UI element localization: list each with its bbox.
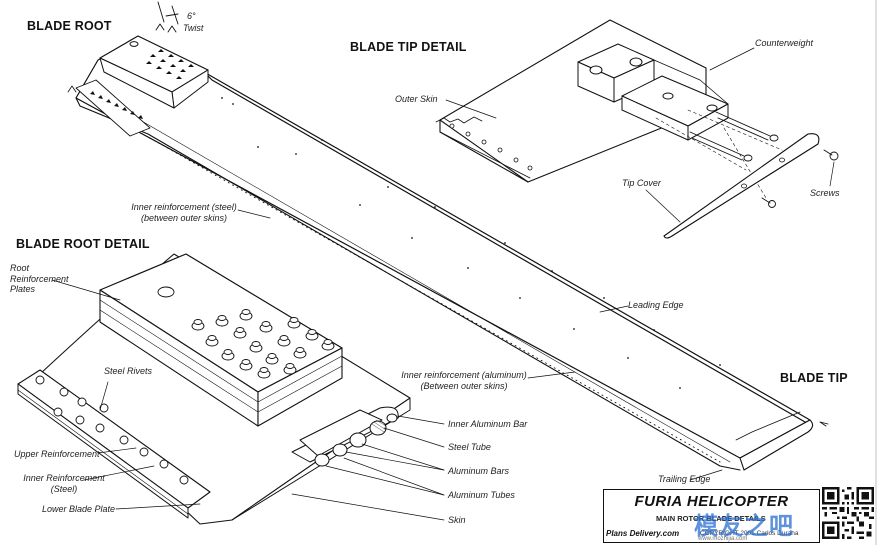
inner-reinforcement-alu-line1: Inner reinforcement (aluminum) xyxy=(401,370,527,380)
inner-reinforcement-line2: (Steel) xyxy=(50,483,78,494)
sheet-title: MAIN ROTOR BLADE DETAILS xyxy=(656,514,766,523)
outer-skin-label: Outer Skin xyxy=(395,94,438,104)
qr-code xyxy=(822,487,874,539)
tip-detail xyxy=(435,19,839,239)
rivet-line xyxy=(149,137,721,463)
tip-assembly-lines xyxy=(655,109,783,199)
tip-leaders xyxy=(445,47,835,223)
inner-reinforcement-alu-line2: (Between outer skins) xyxy=(420,380,508,391)
root-detail xyxy=(17,253,445,525)
brand-title: FURIA HELICOPTER xyxy=(634,493,789,510)
skin-label: Skin xyxy=(448,515,466,525)
root-plate-rivets xyxy=(90,91,143,119)
upper-reinforcement-label: Upper Reinforcement xyxy=(14,449,100,459)
inner-aluminum-bar-label: Inner Aluminum Bar xyxy=(448,419,528,429)
watermark-url: www.mozhijia.com xyxy=(698,536,748,542)
twist-degrees-label: 6° xyxy=(187,11,196,21)
counterweight-label: Counterweight xyxy=(755,38,814,48)
root-reinforcement-line2: Reinforcement xyxy=(10,273,69,284)
watermark-logo: 模友之吧 xyxy=(694,512,794,540)
root-clamp-bolts xyxy=(146,49,194,79)
main-blade xyxy=(67,1,829,471)
root-bolts xyxy=(191,309,335,379)
inner-reinforcement-line1: Inner Reinforcement xyxy=(23,473,105,483)
heading-blade-root: BLADE ROOT xyxy=(27,19,112,33)
root-reinforcement-line1: Root xyxy=(10,263,30,273)
inner-reinforcement-steel-line1: Inner reinforcement (steel) xyxy=(131,202,237,212)
tip-skin-holes xyxy=(449,123,533,171)
inner-reinforcement-label: Inner Reinforcement (Steel) xyxy=(16,473,112,494)
steel-tube-label: Steel Tube xyxy=(448,442,491,452)
blade-cross-section xyxy=(291,406,399,467)
inner-reinforcement-alu-label: Inner reinforcement (aluminum) (Between … xyxy=(396,370,532,391)
root-leaders xyxy=(51,279,445,521)
lower-blade-plate-label: Lower Blade Plate xyxy=(42,504,116,514)
heading-blade-tip: BLADE TIP xyxy=(780,371,848,385)
leading-edge-label: Leading Edge xyxy=(628,300,684,310)
heading-blade-tip-detail: BLADE TIP DETAIL xyxy=(350,40,467,54)
main-leaders xyxy=(237,209,723,481)
steel-rivets-label: Steel Rivets xyxy=(104,366,153,376)
copyright-text: COPYRIGHT 2001 Carlos Durana xyxy=(700,530,799,537)
plate-holes xyxy=(35,375,189,485)
tip-bolts xyxy=(689,111,779,162)
heading-blade-root-detail: BLADE ROOT DETAIL xyxy=(16,237,150,251)
blade-trailing-edge xyxy=(75,97,741,471)
trailing-edge-label: Trailing Edge xyxy=(658,474,711,484)
inner-reinforcement-steel-label: Inner reinforcement (steel) (between out… xyxy=(128,202,240,223)
twist-marks xyxy=(155,1,179,33)
root-reinforcement-plates-label: Root Reinforcement Plates xyxy=(10,263,69,295)
root-reinforcement-line3: Plates xyxy=(10,284,36,294)
screws xyxy=(761,149,839,208)
plans-delivery-link[interactable]: Plans Delivery.com xyxy=(606,529,680,538)
twist-label: Twist xyxy=(183,23,204,33)
blade-tip-cap xyxy=(739,419,814,471)
aluminum-bars-label: Aluminum Bars xyxy=(448,466,510,476)
inner-reinforcement-steel-line2: (between outer skins) xyxy=(140,212,228,223)
surface-rivets xyxy=(221,97,721,389)
tip-cover-label: Tip Cover xyxy=(622,178,661,188)
aluminum-tubes-label: Aluminum Tubes xyxy=(448,490,515,500)
screws-label: Screws xyxy=(810,188,840,198)
title-block: FURIA HELICOPTER MAIN ROTOR BLADE DETAIL… xyxy=(603,489,820,543)
